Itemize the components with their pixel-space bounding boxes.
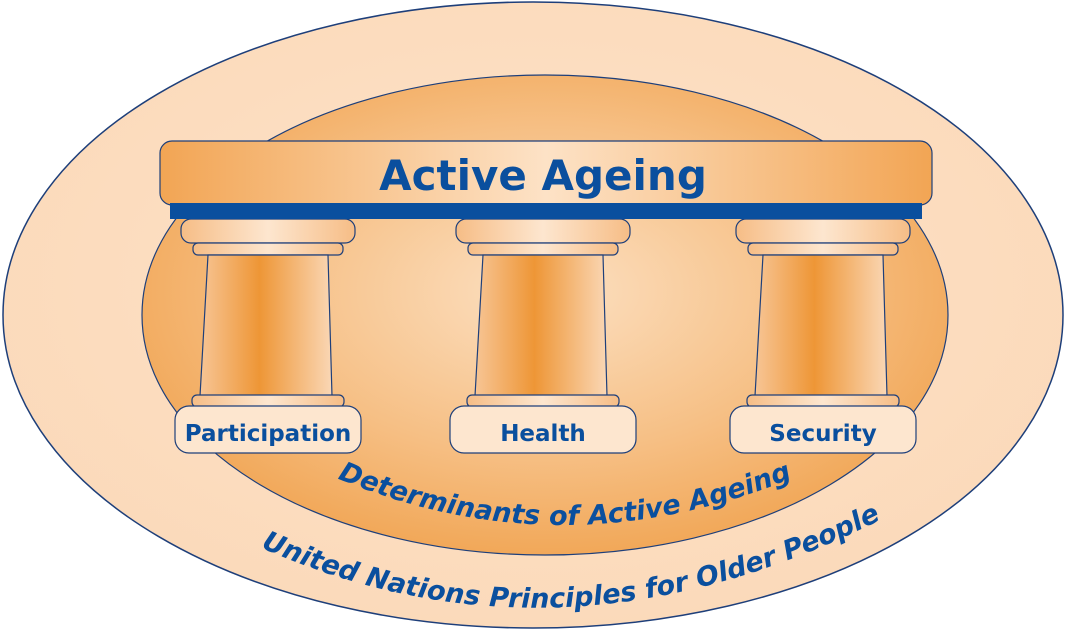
pillar-label: Security [769, 421, 876, 447]
pillar-base-ring [191, 394, 345, 408]
pillar-capital-ring [192, 242, 344, 256]
pillar-capital [180, 218, 356, 244]
pillar-capital [735, 218, 911, 244]
pillar-capital-ring [467, 242, 619, 256]
beam-blue-band [170, 203, 922, 219]
diagram-title: Active Ageing [379, 151, 707, 200]
pillar-label: Participation [185, 421, 352, 447]
pillar-shaft [754, 254, 888, 397]
pillar-base [449, 405, 637, 454]
pillar-security: Security [729, 218, 917, 454]
pillar-base-ring [746, 394, 900, 408]
pillar-base [729, 405, 917, 454]
pillar-capital [455, 218, 631, 244]
pillar-base-ring [466, 394, 620, 408]
pillar-shaft [199, 254, 333, 397]
pillar-label: Health [500, 421, 586, 447]
pillar-health: Health [449, 218, 637, 454]
pillar-capital-ring [747, 242, 899, 256]
pillar-base [174, 405, 362, 454]
pillar-shaft [474, 254, 608, 397]
pillar-participation: Participation [174, 218, 362, 454]
